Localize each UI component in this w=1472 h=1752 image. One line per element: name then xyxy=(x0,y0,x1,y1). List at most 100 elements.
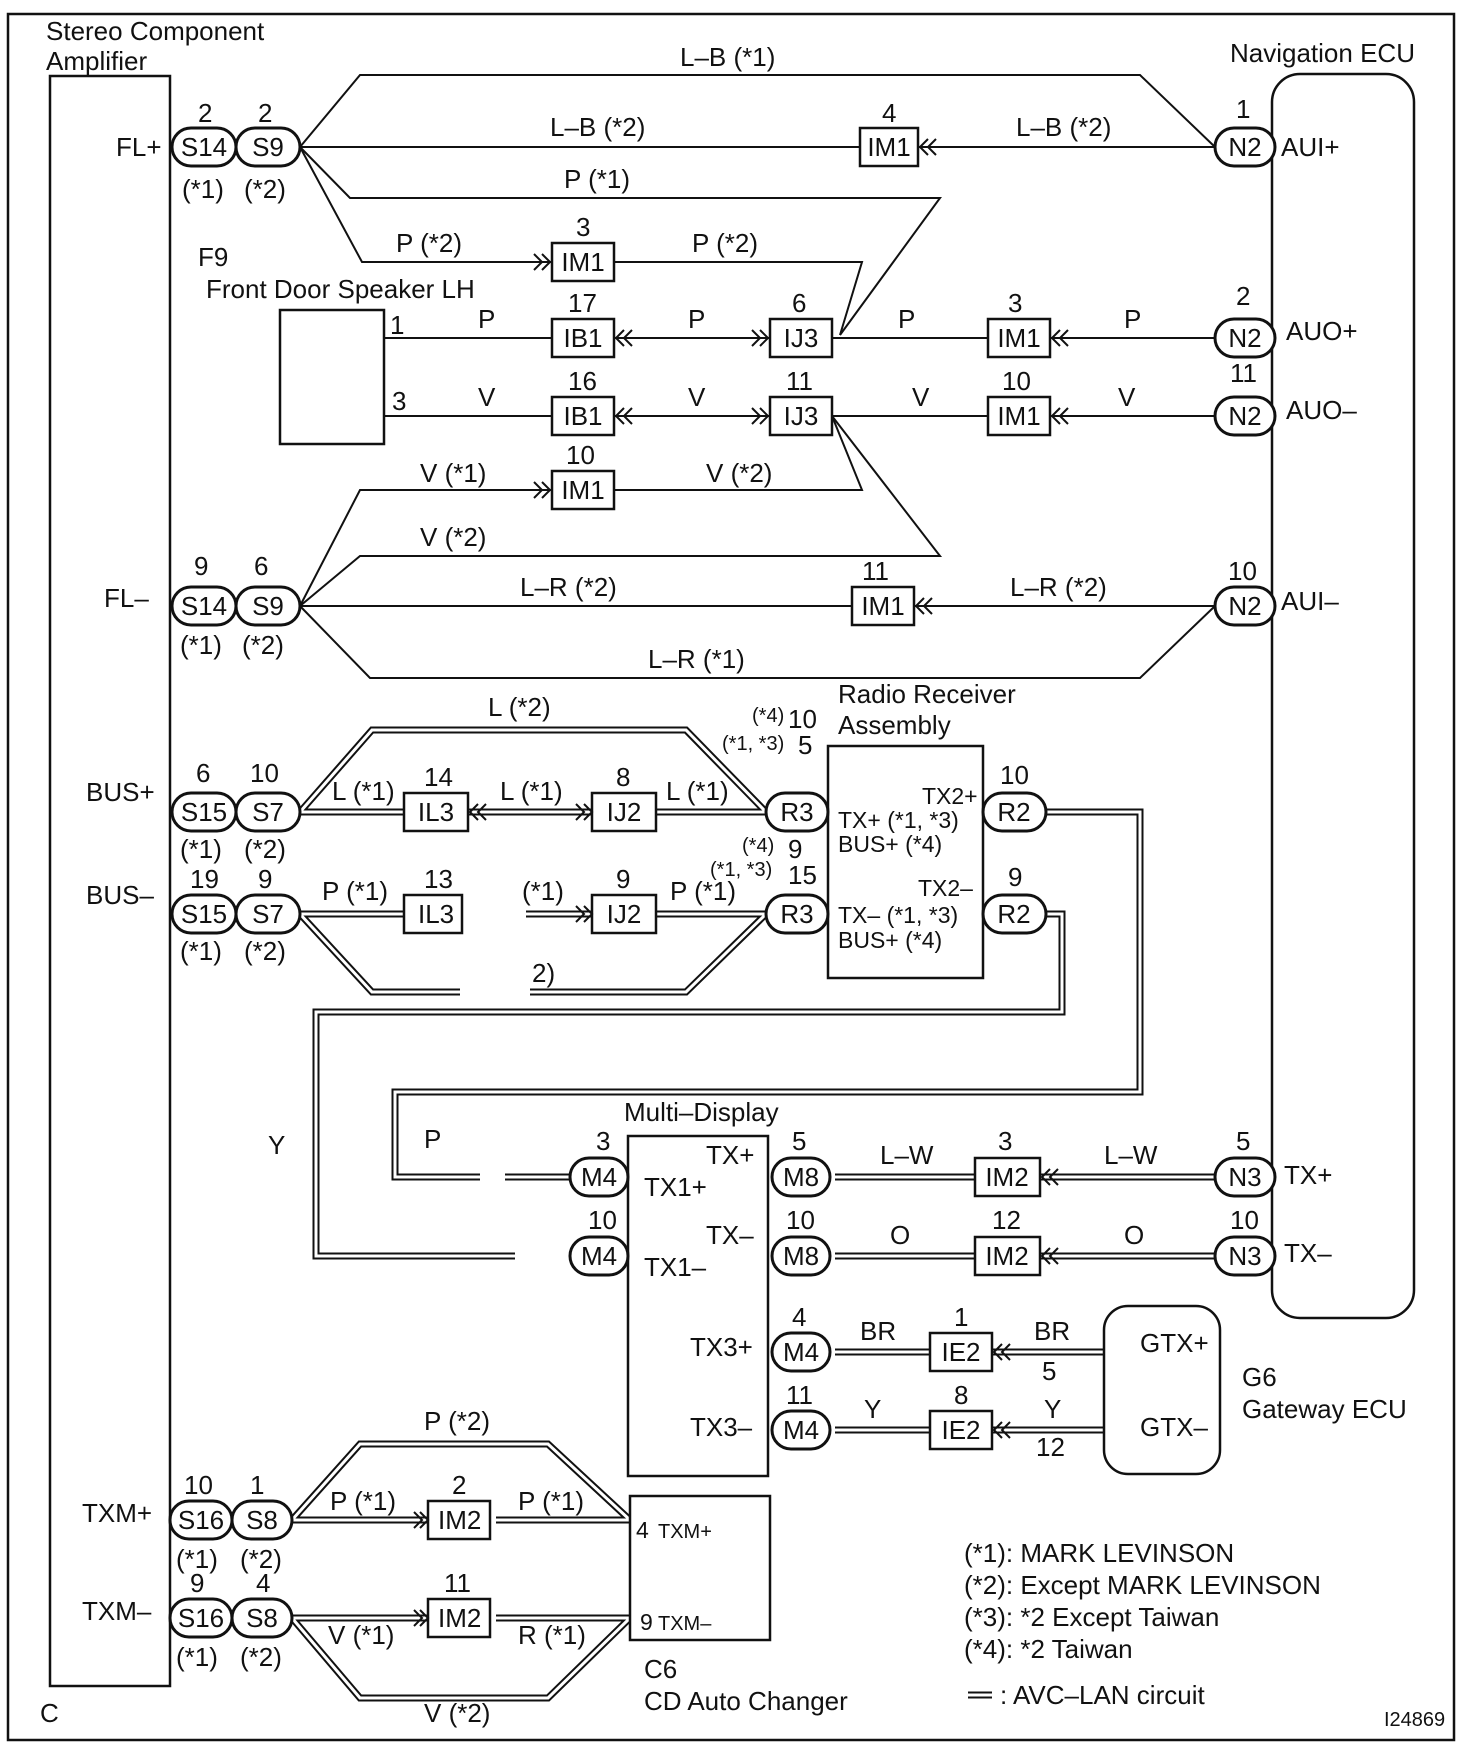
svg-text:(*1): (*1) xyxy=(522,876,564,906)
svg-text:9: 9 xyxy=(788,834,802,864)
svg-text:(*2): (*2) xyxy=(244,936,286,966)
svg-text:BR: BR xyxy=(1034,1316,1070,1346)
svg-text:(*4): (*4) xyxy=(752,705,784,727)
svg-text:6: 6 xyxy=(196,758,210,788)
svg-text:5: 5 xyxy=(792,1126,806,1156)
svg-text:V: V xyxy=(912,382,930,412)
svg-text:M4: M4 xyxy=(581,1162,617,1192)
svg-text:S16: S16 xyxy=(178,1603,224,1633)
svg-text:P (*2): P (*2) xyxy=(692,228,758,258)
svg-text:TX3+: TX3+ xyxy=(690,1332,753,1362)
svg-text:S15: S15 xyxy=(181,797,227,827)
gateway-code: G6 xyxy=(1242,1362,1277,1392)
conn-ib1: IB1 xyxy=(563,401,602,431)
svg-text:L (*1): L (*1) xyxy=(500,776,563,806)
svg-text:3: 3 xyxy=(1008,288,1022,318)
svg-text:N2: N2 xyxy=(1228,323,1261,353)
avc-lan-wires xyxy=(289,726,1215,1702)
conn-ij3: IJ3 xyxy=(784,323,819,353)
speaker-label: Front Door Speaker LH xyxy=(206,274,475,304)
svg-text:S7: S7 xyxy=(252,797,284,827)
svg-text:2: 2 xyxy=(258,98,272,128)
svg-text:1: 1 xyxy=(390,310,404,340)
svg-text:S8: S8 xyxy=(246,1505,278,1535)
svg-text:P (*2): P (*2) xyxy=(424,1406,490,1436)
svg-text:TX–: TX– xyxy=(1284,1238,1332,1268)
svg-text:V (*1): V (*1) xyxy=(328,1620,394,1650)
speaker-box xyxy=(278,308,386,446)
svg-text:TX3–: TX3– xyxy=(690,1412,753,1442)
gateway-label: Gateway ECU xyxy=(1242,1394,1407,1424)
note-marks: (*1) (*2) (*1) (*2) (*1) (*2) (*1) (*2) … xyxy=(176,174,784,1672)
svg-text:9: 9 xyxy=(190,1568,204,1598)
gateway-box xyxy=(1102,1304,1222,1476)
svg-text:N2: N2 xyxy=(1228,132,1261,162)
svg-text:P (*1): P (*1) xyxy=(330,1486,396,1516)
svg-text:10: 10 xyxy=(786,1205,815,1235)
svg-text:S14: S14 xyxy=(181,591,227,621)
svg-text:N2: N2 xyxy=(1228,591,1261,621)
svg-text:L–W: L–W xyxy=(1104,1140,1158,1170)
conn-ij3: IJ3 xyxy=(784,401,819,431)
svg-text:V: V xyxy=(1118,382,1136,412)
svg-text:Y: Y xyxy=(268,1130,285,1160)
conn-ij2: IJ2 xyxy=(607,899,642,929)
svg-text:10: 10 xyxy=(1230,1205,1259,1235)
svg-text:2: 2 xyxy=(198,98,212,128)
svg-text:R (*1): R (*1) xyxy=(518,1620,586,1650)
conn-im1: IM1 xyxy=(997,401,1040,431)
conn-im2: IM2 xyxy=(438,1603,481,1633)
svg-text:L (*2): L (*2) xyxy=(488,692,551,722)
svg-text:3: 3 xyxy=(576,212,590,242)
svg-text:(*2): (*2) xyxy=(240,1642,282,1672)
svg-text:BUS+ (*4): BUS+ (*4) xyxy=(838,927,942,953)
svg-text:Y: Y xyxy=(1044,1394,1061,1424)
svg-text:1: 1 xyxy=(1236,94,1250,124)
amplifier-box xyxy=(48,74,172,1688)
svg-text:BR: BR xyxy=(860,1316,896,1346)
svg-text:1: 1 xyxy=(954,1302,968,1332)
svg-text:(*2): (*2) xyxy=(240,1544,282,1574)
conn-il3: IL3 xyxy=(418,899,454,929)
svg-text:10: 10 xyxy=(250,758,279,788)
inline-connectors: IM1 IM1 IB1 IJ3 IM1 IB1 IJ3 IM1 IM1 IM1 … xyxy=(402,126,1052,1639)
svg-text:M4: M4 xyxy=(581,1241,617,1271)
svg-text:2: 2 xyxy=(1236,281,1250,311)
svg-text:4: 4 xyxy=(882,98,896,128)
svg-text:12: 12 xyxy=(992,1205,1021,1235)
svg-text:2: 2 xyxy=(452,1470,466,1500)
svg-text:(*2): (*2) xyxy=(244,834,286,864)
amplifier-label-line1: Stereo Component xyxy=(46,16,265,46)
svg-text:11: 11 xyxy=(786,366,813,396)
svg-text:8: 8 xyxy=(616,762,630,792)
svg-text:15: 15 xyxy=(788,860,817,890)
cd-code: C6 xyxy=(644,1654,677,1684)
svg-text:L–W: L–W xyxy=(880,1140,934,1170)
svg-text:P: P xyxy=(688,304,705,334)
svg-text:M4: M4 xyxy=(783,1337,819,1367)
svg-text:P (*1): P (*1) xyxy=(518,1486,584,1516)
conn-im1: IM1 xyxy=(861,591,904,621)
pin-names: FL+ FL– BUS+ BUS– TXM+ TXM– AUI+ AUO+ AU… xyxy=(82,132,1358,1635)
svg-text:AUO+: AUO+ xyxy=(1286,316,1358,346)
svg-text:P (*1): P (*1) xyxy=(670,876,736,906)
svg-text:GTX–: GTX– xyxy=(1140,1412,1208,1442)
svg-text:3: 3 xyxy=(392,386,406,416)
svg-text:12: 12 xyxy=(1036,1432,1065,1462)
svg-text:TX2–: TX2– xyxy=(918,875,973,901)
svg-text:19: 19 xyxy=(190,864,219,894)
svg-text:9: 9 xyxy=(194,551,208,581)
svg-text:TX1+: TX1+ xyxy=(644,1172,707,1202)
amplifier-code: C xyxy=(40,1698,59,1728)
conn-im2: IM2 xyxy=(985,1241,1028,1271)
radio-label-line2: Assembly xyxy=(838,710,951,740)
svg-text:R2: R2 xyxy=(997,899,1030,929)
conn-ib1: IB1 xyxy=(563,323,602,353)
svg-text:(*1): (*1) xyxy=(176,1642,218,1672)
svg-text:BUS+ (*4): BUS+ (*4) xyxy=(838,831,942,857)
svg-text:N3: N3 xyxy=(1228,1241,1261,1271)
multi-display-box xyxy=(626,1134,770,1478)
conn-il3: IL3 xyxy=(418,797,454,827)
svg-text:10: 10 xyxy=(1228,556,1257,586)
